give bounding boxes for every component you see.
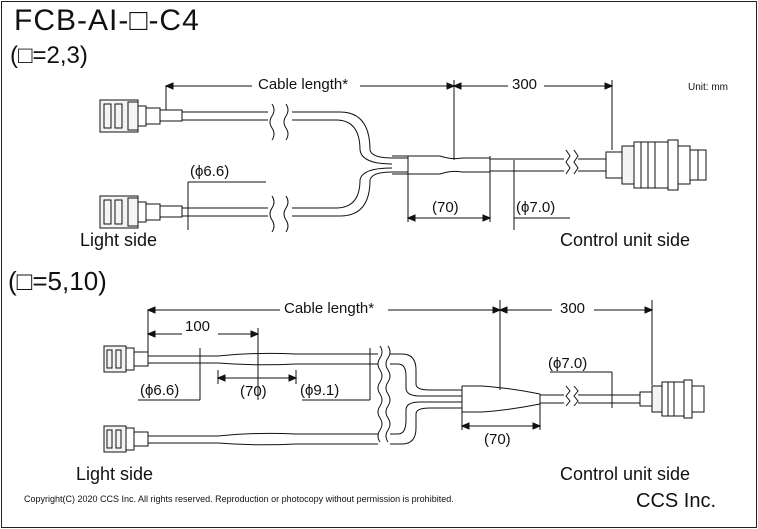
section2-cable-length: Cable length*	[284, 300, 375, 317]
control-connector-section2	[639, 379, 705, 419]
company-name: CCS Inc.	[636, 490, 717, 512]
section2-subtitle: (□=5,10)	[8, 266, 107, 296]
page-title: FCB-AI-□-C4	[14, 4, 200, 37]
section2-length-100: 100	[185, 318, 211, 335]
section2-len-70a: (70)	[240, 383, 267, 400]
light-connector-lower	[99, 195, 183, 229]
section1-cable-length: Cable length*	[258, 76, 349, 93]
section1-dia-large: (ϕ7.0)	[516, 199, 556, 216]
section1-dia-small: (ϕ6.6)	[190, 163, 230, 180]
section2-dia-large: (ϕ7.0)	[548, 355, 588, 372]
unit-label: Unit: mm	[688, 82, 728, 93]
light-connector-upper	[99, 99, 183, 133]
light-connector-lower-2	[103, 425, 149, 453]
section1-len-70: (70)	[432, 199, 459, 216]
section1-control-side: Control unit side	[560, 230, 691, 250]
section2-len-70b: (70)	[484, 431, 511, 448]
control-connector-section1	[605, 139, 707, 191]
section2-length-300: 300	[560, 300, 586, 317]
copyright-notice: Copyright(C) 2020 CCS Inc. All rights re…	[24, 494, 454, 504]
section2-dia-small: (ϕ6.6)	[140, 382, 180, 399]
section2-control-side: Control unit side	[560, 464, 691, 484]
section1-subtitle: (□=2,3)	[10, 42, 88, 69]
section2-light-side: Light side	[76, 464, 154, 484]
section2-dia-mid: (ϕ9.1)	[300, 382, 340, 399]
section1-length-300: 300	[512, 76, 538, 93]
section1-light-side: Light side	[80, 230, 158, 250]
light-connector-upper-2	[103, 345, 149, 373]
